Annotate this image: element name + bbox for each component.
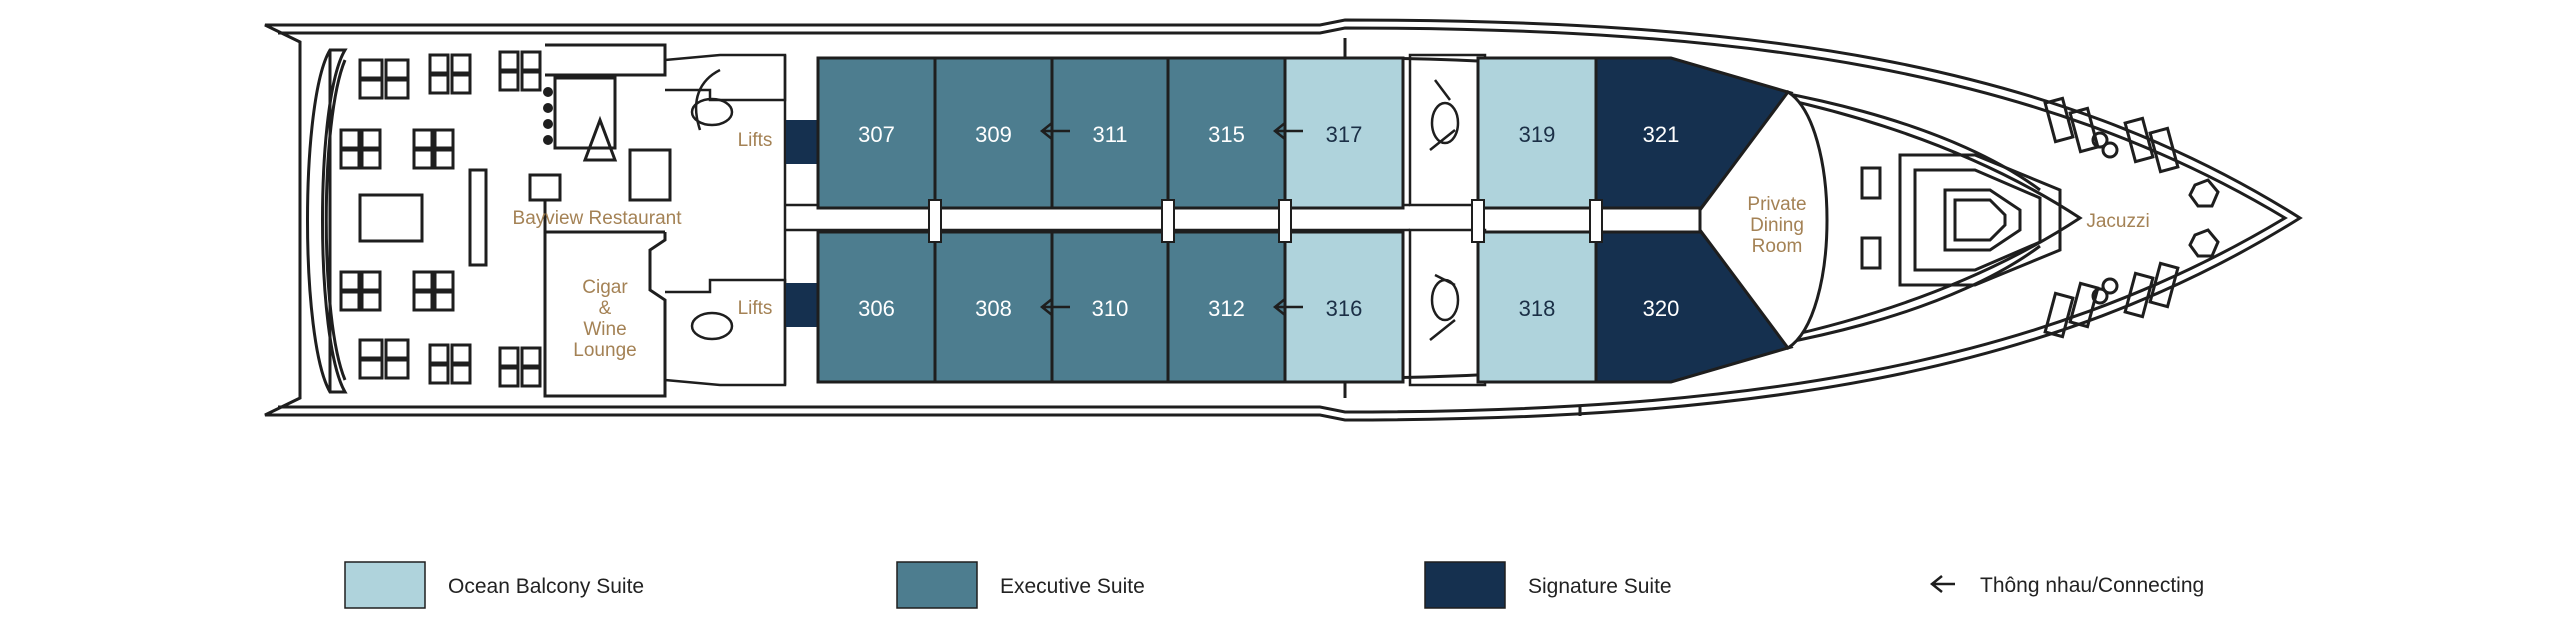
lifts-bottom-label: Lifts	[738, 298, 773, 319]
restaurant-label: Bayview Restaurant	[513, 208, 683, 229]
connecting-arrow-icon	[1272, 122, 1303, 140]
cabin-312[interactable]	[1166, 230, 1287, 384]
private-dining-label-line: Private	[1747, 194, 1806, 215]
cabin-number-316: 316	[1326, 296, 1363, 321]
arrow-left-icon	[1929, 575, 1955, 593]
cabin-number-310: 310	[1092, 296, 1129, 321]
private-dining-label-line: Room	[1752, 236, 1803, 257]
cabin-309[interactable]	[933, 56, 1054, 210]
cabin-306[interactable]	[816, 230, 937, 384]
legend-label-connecting: Thông nhau/Connecting	[1980, 574, 2204, 597]
legend-label-executive: Executive Suite	[1000, 575, 1145, 598]
cabin-number-307: 307	[858, 122, 895, 147]
legend-label-ocean-balcony: Ocean Balcony Suite	[448, 575, 644, 598]
connecting-arrow-icon	[1272, 298, 1303, 316]
legend-swatch-ocean-balcony	[344, 561, 426, 609]
cabin-number-318: 318	[1519, 296, 1556, 321]
restaurant-area	[324, 43, 672, 392]
cabin-311[interactable]	[1050, 56, 1170, 210]
lift-shaft-top	[786, 120, 820, 164]
corridor-door	[1589, 199, 1603, 243]
bar-stools	[543, 87, 553, 145]
legend-label-signature: Signature Suite	[1528, 575, 1672, 598]
cabin-316[interactable]	[1283, 230, 1405, 384]
cabin-320[interactable]	[1594, 230, 1794, 384]
cabin-number-311: 311	[1092, 122, 1127, 147]
cabin-number-312: 312	[1208, 296, 1245, 321]
cigar-lounge-label-line: Cigar	[582, 277, 628, 298]
cabin-number-319: 319	[1519, 122, 1556, 147]
private-dining-label-line: Dining	[1750, 215, 1804, 236]
cabin-number-306: 306	[858, 296, 895, 321]
cabin-308[interactable]	[933, 230, 1054, 384]
corridor-door	[1471, 199, 1485, 243]
legend-swatch-executive	[896, 561, 978, 609]
lift-shaft-bottom	[786, 283, 820, 327]
corridor-door	[1278, 199, 1292, 243]
cabins-layer: 307 309 311 315 317 319 321 306 308 310 312 316 318 3…	[816, 56, 1794, 384]
lifts-top-label: Lifts	[738, 130, 773, 151]
cabin-number-308: 308	[975, 296, 1012, 321]
cigar-lounge-area	[543, 232, 667, 398]
cabin-number-321: 321	[1643, 122, 1680, 147]
cabin-number-315: 315	[1208, 122, 1245, 147]
cabin-315[interactable]	[1166, 56, 1287, 210]
sun-deck	[1860, 96, 2220, 339]
cabin-number-309: 309	[975, 122, 1012, 147]
corridor-door	[928, 199, 942, 243]
jacuzzi-label: Jacuzzi	[2086, 211, 2149, 232]
cigar-lounge-label-line: Wine	[583, 319, 626, 340]
private-dining-room	[1698, 89, 1829, 351]
connecting-arrow-icon	[1039, 298, 1070, 316]
cigar-lounge-label-line: Lounge	[573, 340, 636, 361]
cigar-lounge-label-line: &	[599, 298, 612, 319]
cabin-310[interactable]	[1050, 230, 1170, 384]
connecting-arrow-icon	[1039, 122, 1070, 140]
cabin-317[interactable]	[1283, 56, 1405, 210]
legend-swatch-signature	[1424, 561, 1506, 609]
legend: Ocean Balcony Suite Executive Suite Sign…	[344, 561, 2204, 609]
cabin-number-320: 320	[1643, 296, 1680, 321]
corridor-door	[1161, 199, 1175, 243]
cabin-319[interactable]	[1476, 56, 1598, 210]
cabin-number-317: 317	[1326, 122, 1363, 147]
